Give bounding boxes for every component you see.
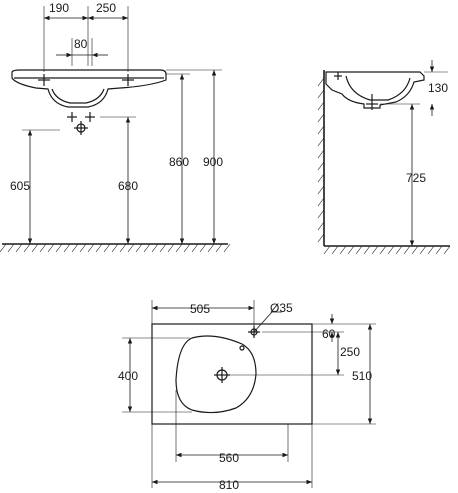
top-bowl-outline [175, 335, 257, 414]
dim-tap-spacing: 80 [74, 37, 88, 51]
dim-depth: 130 [428, 81, 448, 95]
front-basin-outline [11, 69, 167, 108]
dim-supply-right: 680 [118, 179, 138, 193]
front-supply-symbols [67, 112, 95, 135]
side-basin-profile [325, 71, 425, 109]
dim-rim-height: 860 [169, 155, 189, 169]
front-vertical-dimensions [22, 69, 222, 244]
dim-bowl-depth: 400 [118, 369, 138, 383]
top-view: 505 Ø35 60 250 400 510 560 810 [118, 300, 376, 492]
dim-bowl-width: 560 [219, 451, 239, 465]
front-view: 190 250 80 605 680 860 900 [0, 1, 231, 253]
top-drain-symbol [214, 367, 230, 383]
dim-left-tap: 190 [49, 1, 69, 15]
top-overflow-hole [239, 345, 245, 351]
dim-outlet-height: 725 [406, 171, 426, 185]
dim-overall-width: 810 [219, 478, 239, 492]
front-tap-left-mark [38, 74, 50, 86]
side-bowl-inner [345, 75, 411, 101]
front-top-dimensions [43, 6, 129, 72]
dim-supply-left: 605 [10, 179, 30, 193]
side-view: 130 725 [317, 60, 451, 255]
side-dimensions [380, 60, 448, 246]
dim-right-tap: 250 [96, 1, 116, 15]
side-floor [323, 245, 451, 255]
front-bowl-inner [51, 88, 105, 104]
top-dimensions [122, 300, 376, 488]
dim-tap-from-back: 60 [322, 327, 336, 341]
side-wall [317, 70, 325, 246]
dim-tap-offset: 505 [190, 302, 210, 316]
dim-drain-from-back: 250 [340, 345, 360, 359]
dim-tap-hole: Ø35 [270, 301, 293, 315]
dim-overall-depth: 510 [352, 369, 372, 383]
top-basin-outline [151, 323, 313, 425]
front-tap-right-mark [122, 74, 134, 86]
front-floor [0, 243, 231, 253]
dim-total-height: 900 [203, 155, 223, 169]
